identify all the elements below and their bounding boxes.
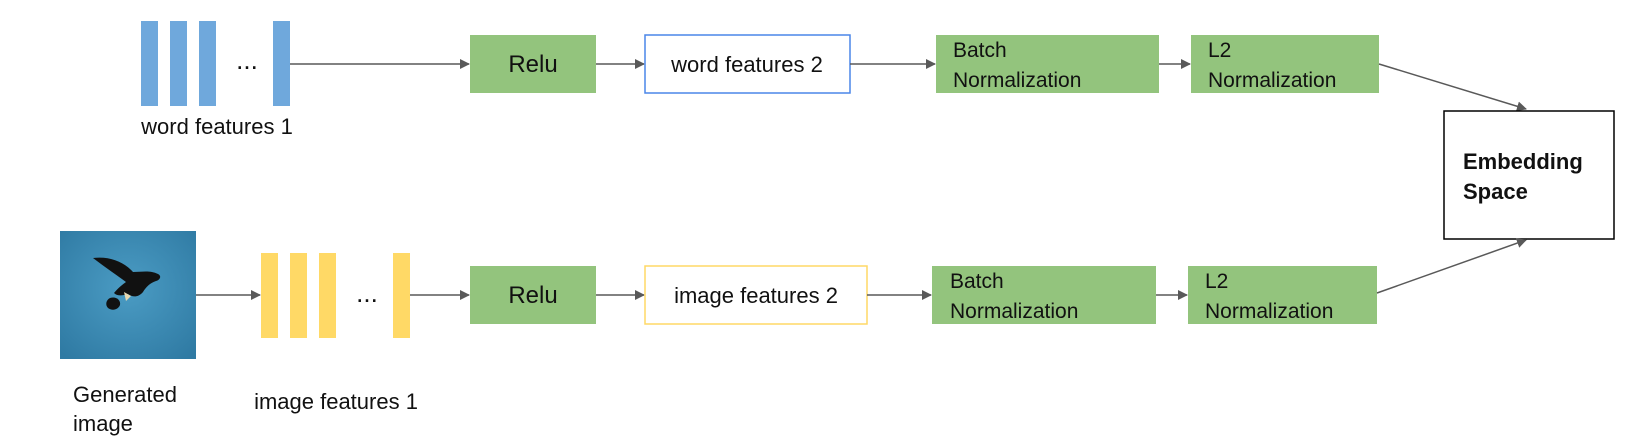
word-batchnorm-box [936,35,1159,93]
word-feature-bar [273,21,290,106]
word-l2norm-label-line1: L2 [1208,39,1231,62]
word-features-1-label: word features 1 [140,114,293,139]
word-batchnorm-label-line1: Batch [953,39,1007,62]
word-relu-label: Relu [508,51,557,78]
word-feature-bars [141,21,290,106]
word-relu-box [470,35,596,93]
word-l2norm-label-line2: Normalization [1208,69,1336,92]
word-l2norm-box [1191,35,1379,93]
word-features-2-label: word features 2 [670,52,823,77]
image-batchnorm-label-line1: Batch [950,270,1004,293]
generated-image-label-line2: image [73,411,133,436]
image-features-1-label: image features 1 [254,389,418,414]
image-l2norm-label-line2: Normalization [1205,300,1333,323]
word-batchnorm-label-line2: Normalization [953,69,1081,92]
image-relu-label: Relu [508,282,557,309]
image-l2norm-box [1188,266,1377,324]
generated-image-label-line1: Generated [73,382,177,407]
word-feature-bar [199,21,216,106]
image-batchnorm-label-line2: Normalization [950,300,1078,323]
word-feature-bar [170,21,187,106]
image-relu-box [470,266,596,324]
word-features-2-box [644,34,851,94]
embedding-space-label-line2: Space [1463,179,1528,204]
image-feature-bar [393,253,410,338]
word-feature-bar [141,21,158,106]
image-feature-bars [261,253,410,338]
word-bars-ellipsis: ... [236,45,258,75]
embedding-space-box [1443,110,1615,240]
image-feature-bar [319,253,336,338]
arrow-image-l2-to-embedding [1376,238,1527,294]
arrow-word-l2-to-embedding [1378,63,1527,112]
image-feature-bar [290,253,307,338]
embedding-space-label-line1: Embedding [1463,149,1583,174]
image-feature-bar [261,253,278,338]
image-l2norm-label-line1: L2 [1205,270,1228,293]
image-batchnorm-box [932,266,1156,324]
image-features-2-label: image features 2 [674,283,838,308]
generated-image [60,231,196,359]
image-bars-ellipsis: ... [356,278,378,308]
eagle-silhouette [93,257,161,310]
